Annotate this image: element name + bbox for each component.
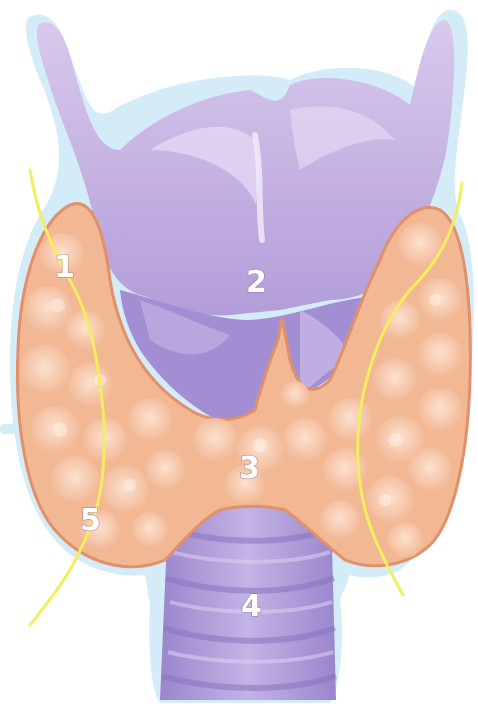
label-1-thyroid-lobe: 1 <box>54 250 75 285</box>
label-4-trachea: 4 <box>241 589 262 624</box>
label-3-isthmus: 3 <box>239 451 260 486</box>
label-2-thyroid-cartilage: 2 <box>246 265 267 300</box>
label-5-nerve: 5 <box>80 503 101 538</box>
